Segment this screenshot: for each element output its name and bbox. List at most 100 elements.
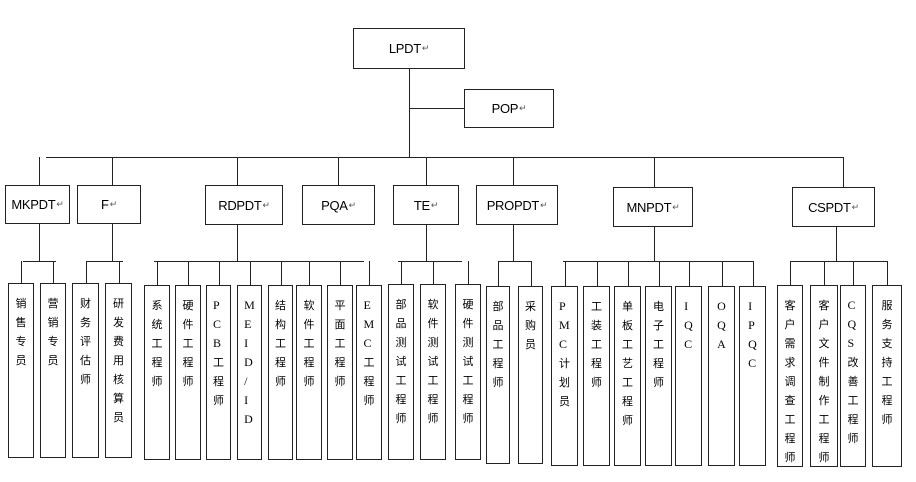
dept-node-f[interactable]: F↵ [77, 185, 141, 224]
dept-node-mkpdt[interactable]: MKPDT↵ [5, 185, 70, 224]
child-drop-line [188, 261, 189, 285]
role-label: 采购员 [525, 300, 536, 351]
dept-stem-line [237, 225, 238, 261]
dept-drop-line [338, 157, 339, 185]
node-label: CSPDT [808, 199, 851, 215]
org-staff-pop[interactable]: POP↵ [464, 89, 554, 128]
dept-stem-line [112, 224, 113, 261]
child-drop-line [722, 261, 723, 286]
child-drop-line [689, 261, 690, 286]
dept-stem-line [836, 227, 837, 261]
role-node[interactable]: 电子工程师 [645, 286, 672, 466]
role-label: 软件测试工程师 [427, 298, 439, 425]
child-drop-line [433, 261, 434, 284]
dept-stem-line [39, 224, 40, 261]
role-node[interactable]: 客户文件制作工程师 [810, 285, 838, 467]
role-label: 服务支持工程师 [881, 299, 893, 426]
role-label: 电子工程师 [653, 300, 664, 389]
dept-drop-line [112, 157, 113, 185]
child-drop-line [597, 261, 598, 286]
main-bus [46, 157, 844, 158]
role-node[interactable]: 部品工程师 [486, 286, 510, 464]
role-node[interactable]: 客户需求调查工程师 [777, 285, 803, 467]
child-drop-line [86, 261, 87, 283]
root-spine [409, 69, 410, 157]
child-drop-line [369, 261, 370, 285]
node-label: MNPDT [626, 199, 672, 215]
role-node[interactable]: 财务评估师 [72, 283, 99, 458]
role-label: 平面工程师 [334, 299, 346, 388]
role-node[interactable]: 单板工艺工程师 [614, 286, 641, 466]
dept-node-mnpdt[interactable]: MNPDT↵ [613, 187, 693, 227]
role-label: 软件工程师 [303, 299, 315, 388]
role-label: 结构工程师 [275, 299, 286, 388]
role-node[interactable]: 部品测试工程师 [388, 284, 414, 460]
role-label: 单板工艺工程师 [622, 300, 633, 427]
sub-bus-line [563, 261, 753, 262]
child-drop-line [309, 261, 310, 285]
child-drop-line [340, 261, 341, 285]
role-node[interactable]: 硬件工程师 [175, 285, 201, 460]
paragraph-mark-icon: ↵ [348, 199, 357, 210]
role-node[interactable]: 软件测试工程师 [420, 284, 446, 460]
node-label: LPDT [388, 41, 421, 56]
child-drop-line [468, 261, 469, 284]
dept-stem-line [426, 225, 427, 261]
role-node[interactable]: 营销专员 [40, 283, 66, 458]
dept-stem-line [513, 225, 514, 261]
child-drop-line [21, 261, 22, 283]
node-label: MKPDT [11, 197, 56, 212]
child-drop-line [753, 261, 754, 286]
role-node[interactable]: 服务支持工程师 [872, 285, 902, 467]
dept-node-rdpdt[interactable]: RDPDT↵ [205, 185, 283, 225]
role-label: 研发费用核算员 [113, 297, 124, 424]
role-node[interactable]: 系统工程师 [144, 285, 170, 460]
role-label: 营销专员 [47, 297, 59, 367]
dept-stem-line [654, 227, 655, 261]
paragraph-mark-icon: ↵ [262, 199, 271, 210]
paragraph-mark-icon: ↵ [519, 103, 527, 113]
dept-node-te[interactable]: TE↵ [393, 185, 459, 225]
child-drop-line [531, 261, 532, 286]
role-node[interactable]: 硬件测试工程师 [455, 284, 481, 460]
role-node[interactable]: 工装工程师 [583, 286, 610, 466]
dept-node-cspdt[interactable]: CSPDT↵ [792, 187, 875, 227]
role-node[interactable]: 采购员 [518, 286, 543, 464]
role-node[interactable]: 结构工程师 [268, 285, 293, 460]
child-drop-line [250, 261, 251, 285]
sub-bus-line [23, 261, 56, 262]
role-label: 财务评估师 [80, 297, 91, 386]
role-label: 客户需求调查工程师 [784, 299, 796, 464]
sub-bus-line [498, 261, 531, 262]
dept-node-propdt[interactable]: PROPDT↵ [476, 185, 558, 225]
node-label: TE [413, 197, 430, 213]
paragraph-mark-icon: ↵ [430, 199, 439, 210]
role-node[interactable]: 销售专员 [8, 283, 34, 458]
role-label: 工装工程师 [591, 300, 602, 389]
child-drop-line [659, 261, 660, 286]
node-label: RDPDT [218, 197, 262, 213]
dept-node-pqa[interactable]: PQA↵ [302, 185, 375, 225]
role-label: 硬件工程师 [182, 299, 194, 388]
org-root-lpdt[interactable]: LPDT↵ [353, 28, 465, 69]
role-node[interactable]: 平面工程师 [327, 285, 353, 460]
role-label: 客户文件制作工程师 [818, 299, 830, 464]
role-node[interactable]: 软件工程师 [296, 285, 322, 460]
paragraph-mark-icon: ↵ [109, 199, 118, 209]
child-drop-line [157, 261, 158, 285]
sub-bus-line [154, 261, 364, 262]
child-drop-line [219, 261, 220, 285]
role-node[interactable]: 研发费用核算员 [105, 283, 132, 458]
